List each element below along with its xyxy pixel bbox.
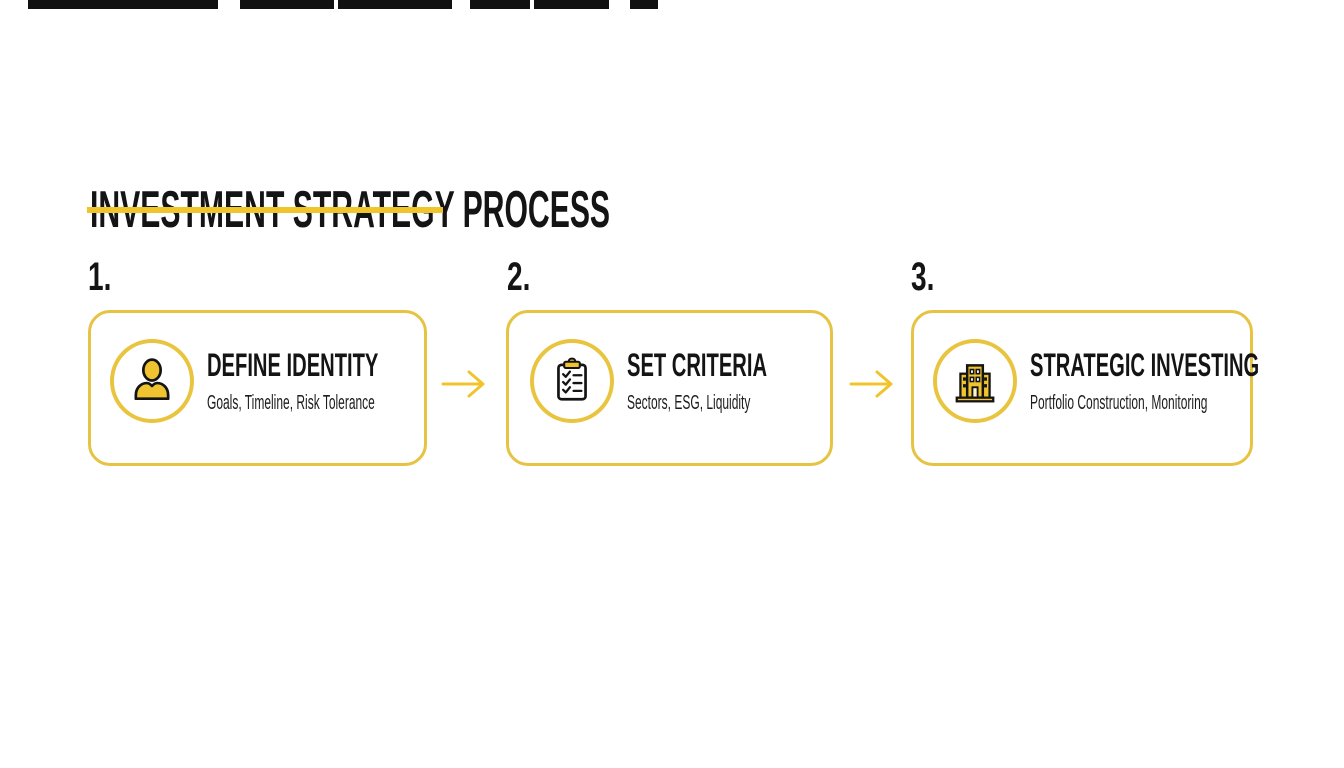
top-edge-artifact [630,0,658,9]
step-text: SET CRITERIA Sectors, ESG, Liquidity [627,349,849,413]
step-subtitle: Goals, Timeline, Risk Tolerance [207,392,375,414]
person-icon [110,339,194,423]
top-edge-artifact [534,0,609,9]
right-arrow-icon [849,366,897,402]
title-underline [87,207,443,213]
step-card-strategic-investing: STRATEGIC INVESTING Portfolio Constructi… [911,310,1259,466]
clipboard-checklist-icon [530,339,614,423]
top-edge-artifact [240,0,334,9]
step-subtitle: Portfolio Construction, Monitoring [1030,392,1208,414]
right-arrow-icon [441,366,489,402]
step-subtitle: Sectors, ESG, Liquidity [627,392,751,414]
top-edge-artifact [338,0,452,9]
building-icon [933,339,1017,423]
step-text: DEFINE IDENTITY Goals, Timeline, Risk To… [207,349,487,413]
step-2-number: 2. [507,255,531,299]
step-title: STRATEGIC INVESTING [1030,347,1260,383]
step-card-set-criteria: SET CRITERIA Sectors, ESG, Liquidity [506,310,833,466]
step-title: DEFINE IDENTITY [207,347,379,383]
step-1-number: 1. [88,255,112,299]
step-3-number: 3. [911,255,935,299]
step-title: SET CRITERIA [627,347,768,383]
step-card-define-identity: DEFINE IDENTITY Goals, Timeline, Risk To… [88,310,427,466]
top-edge-artifact [28,0,218,9]
step-text: STRATEGIC INVESTING Portfolio Constructi… [1030,349,1344,413]
top-edge-artifact [470,0,530,9]
